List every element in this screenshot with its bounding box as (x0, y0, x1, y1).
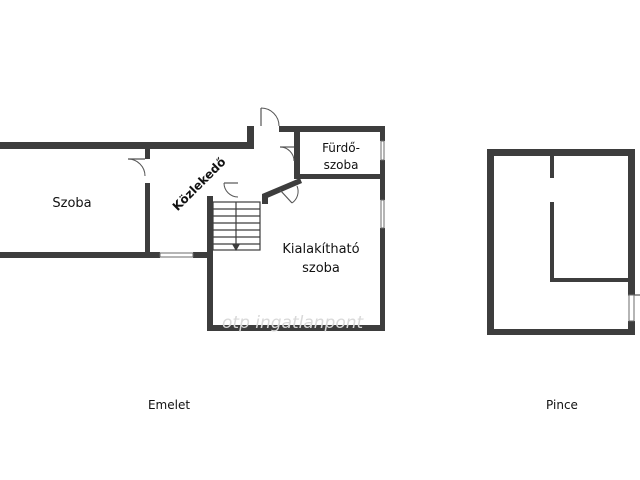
room-label-bathroom-line2: szoba (324, 158, 359, 172)
room-label-convertible-line2: szoba (302, 261, 340, 276)
staircase (212, 201, 261, 251)
window (159, 252, 194, 258)
door (260, 107, 280, 127)
upper-floor-walls (0, 126, 385, 331)
window (380, 140, 385, 161)
door (628, 294, 640, 322)
upper-floor-plan: otp ingatlanpont Szoba Közlekedő Fürdő- … (0, 107, 385, 333)
window (380, 199, 385, 229)
cellar-floor-plan (487, 149, 640, 335)
cellar-walls (487, 149, 635, 335)
floor-label-emelet: Emelet (148, 398, 190, 412)
door (279, 185, 299, 204)
door (127, 158, 146, 177)
floor-label-pince: Pince (546, 398, 578, 412)
door (223, 182, 239, 198)
stair-arrow-icon (232, 244, 240, 251)
watermark: otp ingatlanpont (222, 313, 365, 333)
room-label-convertible-line1: Kialakítható (282, 242, 359, 257)
room-label-bathroom-line1: Fürdő- (322, 141, 360, 155)
door (279, 146, 295, 162)
room-label-szoba: Szoba (52, 196, 91, 211)
